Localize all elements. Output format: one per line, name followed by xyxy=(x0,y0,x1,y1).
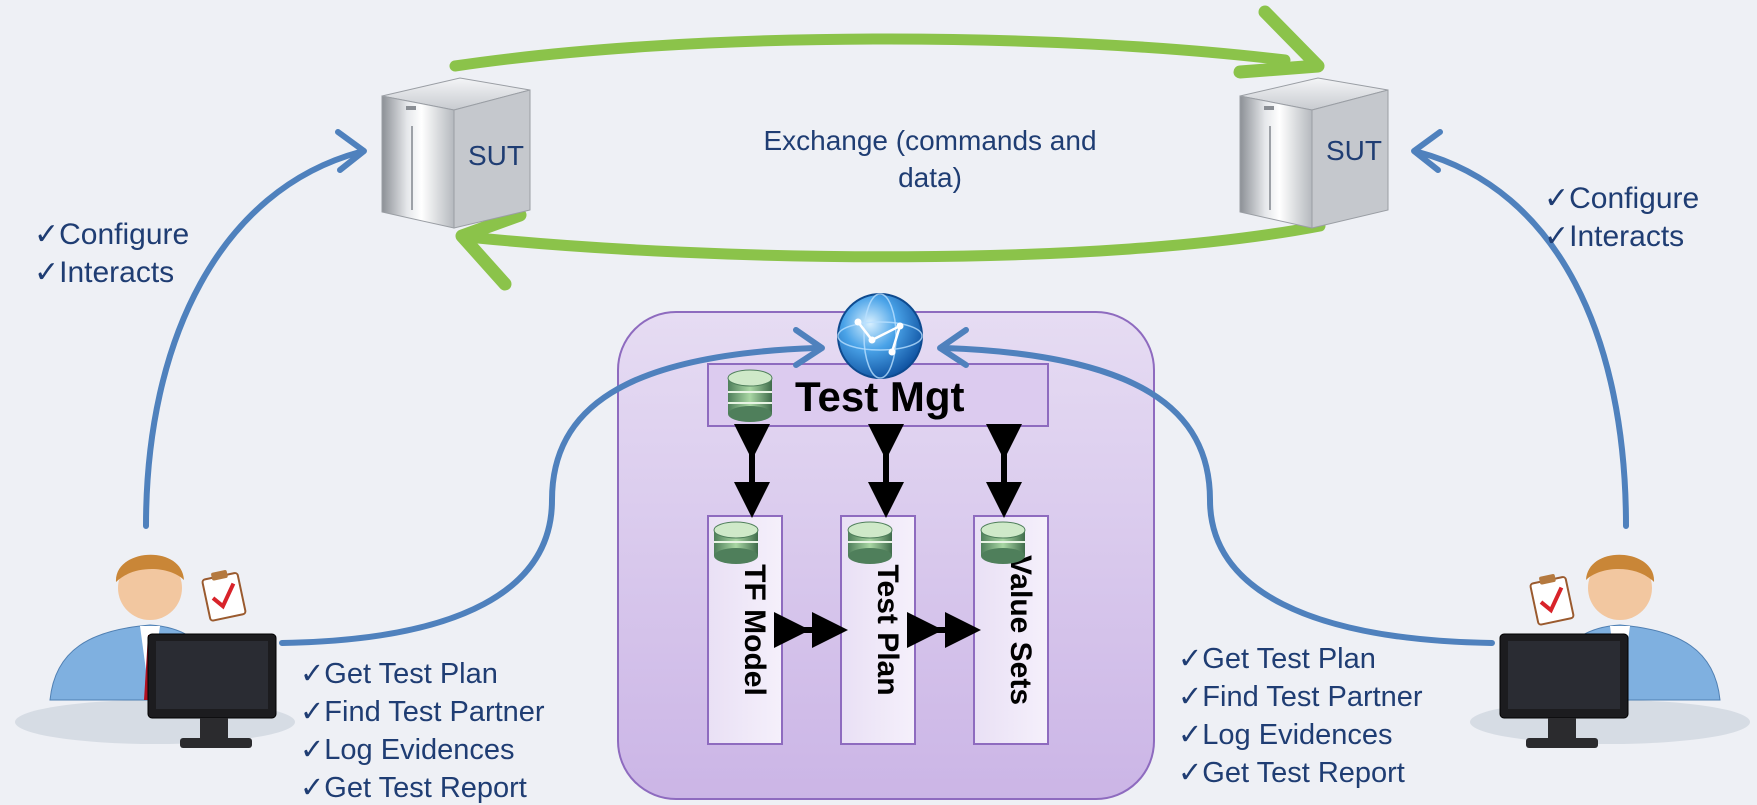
left-task-item: ✓Find Test Partner xyxy=(300,696,545,728)
right-user-icon xyxy=(1470,554,1750,748)
right-monitor xyxy=(1499,633,1629,748)
globe-icon xyxy=(837,293,923,379)
database-icon xyxy=(980,521,1026,564)
vertical-connectors xyxy=(734,424,1022,518)
right-task-item: ✓Log Evidences xyxy=(1178,719,1393,751)
sut-server-left: SUT xyxy=(381,77,531,229)
database-icon xyxy=(713,521,759,564)
left-task-item: ✓Log Evidences xyxy=(300,734,515,766)
right-task-item: ✓Get Test Report xyxy=(1178,757,1405,789)
left-config-item: ✓Configure xyxy=(34,218,189,251)
sut-left-label: SUT xyxy=(468,140,524,171)
module-tf-model-label: TF Model xyxy=(738,564,771,696)
right-task-list: ✓Get Test Plan ✓Find Test Partner ✓Log E… xyxy=(1178,643,1423,789)
module-test-plan-label: Test Plan xyxy=(871,564,904,695)
exchange-label-line2: data) xyxy=(898,162,962,193)
exchange-label-line1: Exchange (commands and xyxy=(763,125,1096,156)
checklist-icon xyxy=(201,570,247,622)
checklist-icon xyxy=(1529,574,1575,626)
database-icons xyxy=(713,369,1026,564)
blue-arrows xyxy=(143,129,1629,646)
green-arrow-bottom xyxy=(472,220,1326,263)
left-config-item: ✓Interacts xyxy=(34,256,174,289)
right-config-item: ✓Configure xyxy=(1544,182,1699,215)
right-task-item: ✓Get Test Plan xyxy=(1178,643,1376,675)
green-arrow-top xyxy=(449,33,1291,72)
left-user-icon xyxy=(15,554,295,748)
green-arrowhead-top xyxy=(1233,5,1325,79)
blue-arrowhead-left-globe xyxy=(793,327,825,368)
left-monitor xyxy=(147,633,277,748)
blue-arrow-right-user-to-globe xyxy=(942,345,1495,646)
left-task-item: ✓Get Test Plan xyxy=(300,658,498,690)
right-task-item: ✓Find Test Partner xyxy=(1178,681,1423,713)
module-value-sets-label: Value Sets xyxy=(1004,555,1037,705)
test-mgt-title: Test Mgt xyxy=(795,373,965,420)
green-arrowhead-bottom xyxy=(455,208,527,291)
left-task-list: ✓Get Test Plan ✓Find Test Partner ✓Log E… xyxy=(300,658,545,804)
sut-right-label: SUT xyxy=(1326,135,1382,166)
sut-server-right: SUT xyxy=(1239,77,1389,229)
database-icon xyxy=(727,369,773,422)
blue-arrowhead-right-globe xyxy=(937,327,969,368)
blue-arrow-left-user-to-sut xyxy=(143,149,363,529)
blue-arrow-left-user-to-globe xyxy=(279,345,818,646)
left-config-list: ✓Configure ✓Interacts xyxy=(34,218,189,289)
blue-arrowhead-left-sut xyxy=(335,129,367,173)
database-icon xyxy=(847,521,893,564)
right-config-item: ✓Interacts xyxy=(1544,220,1684,253)
exchange-arrows xyxy=(449,5,1326,291)
blue-arrow-right-user-to-sut xyxy=(1415,149,1629,529)
right-config-list: ✓Configure ✓Interacts xyxy=(1544,182,1699,253)
blue-arrowhead-right-sut xyxy=(1411,129,1443,173)
left-task-item: ✓Get Test Report xyxy=(300,772,527,804)
